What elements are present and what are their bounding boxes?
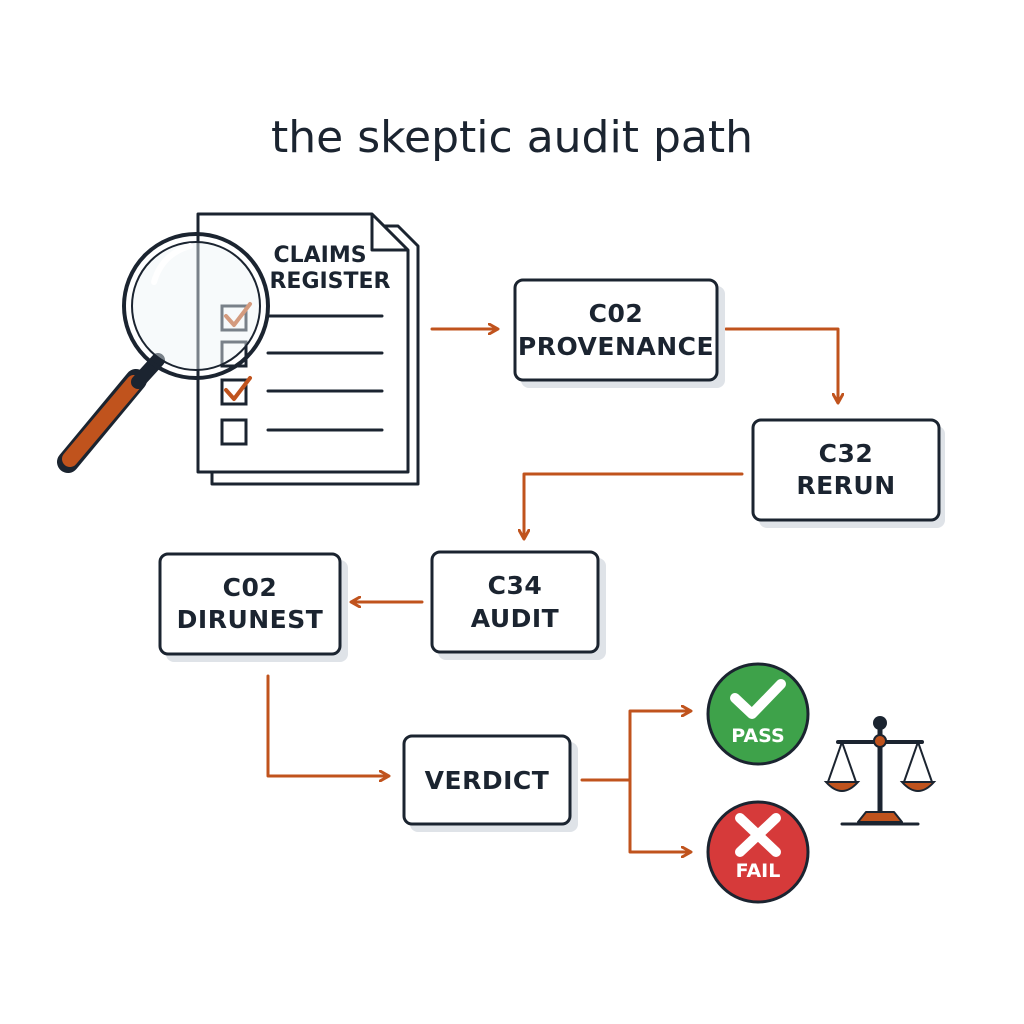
document-label-line1: CLAIMS [273,243,366,268]
checklist-item [220,376,384,406]
arrow-verdict-to-fail [628,778,690,852]
arrow-dirunest-to-verdict [266,674,388,776]
arrow-rerun-to-audit [524,472,744,538]
checkmark-icon [224,302,252,327]
node-provenance: C02 PROVENANCE [513,278,725,388]
outcome-fail: FAIL [706,800,810,904]
node-dirunest-line1: C02 [223,573,278,602]
node-audit-line2: AUDIT [471,604,560,633]
node-provenance-line1: C02 [589,299,644,328]
checkmark-icon [730,679,786,719]
node-dirunest: C02 DIRUNEST [158,552,348,662]
arrow-verdict-to-pass [628,711,690,782]
diagram-title: the skeptic audit path [271,112,753,163]
node-dirunest-line2: DIRUNEST [177,605,324,634]
magnifying-glass-icon [57,232,270,473]
flow-arrows [266,327,838,852]
checklist-item [220,302,384,332]
node-audit: C34 AUDIT [430,550,606,660]
node-rerun-line1: C32 [819,439,874,468]
node-rerun-line2: RERUN [796,471,895,500]
outcome-pass: PASS [706,662,810,766]
outcome-pass-label: PASS [731,725,784,747]
arrow-provenance-to-rerun [724,327,838,402]
balance-scales-icon [823,716,937,826]
node-verdict: VERDICT [402,734,578,832]
x-mark-icon [735,813,781,857]
checkmark-icon [224,376,252,401]
outcome-fail-label: FAIL [736,860,781,882]
node-audit-line1: C34 [488,571,543,600]
node-provenance-line2: PROVENANCE [518,332,714,361]
node-verdict-label: VERDICT [425,766,550,795]
node-rerun: C32 RERUN [751,418,945,528]
checklist-item [220,418,384,446]
document-label-line2: REGISTER [269,269,390,294]
